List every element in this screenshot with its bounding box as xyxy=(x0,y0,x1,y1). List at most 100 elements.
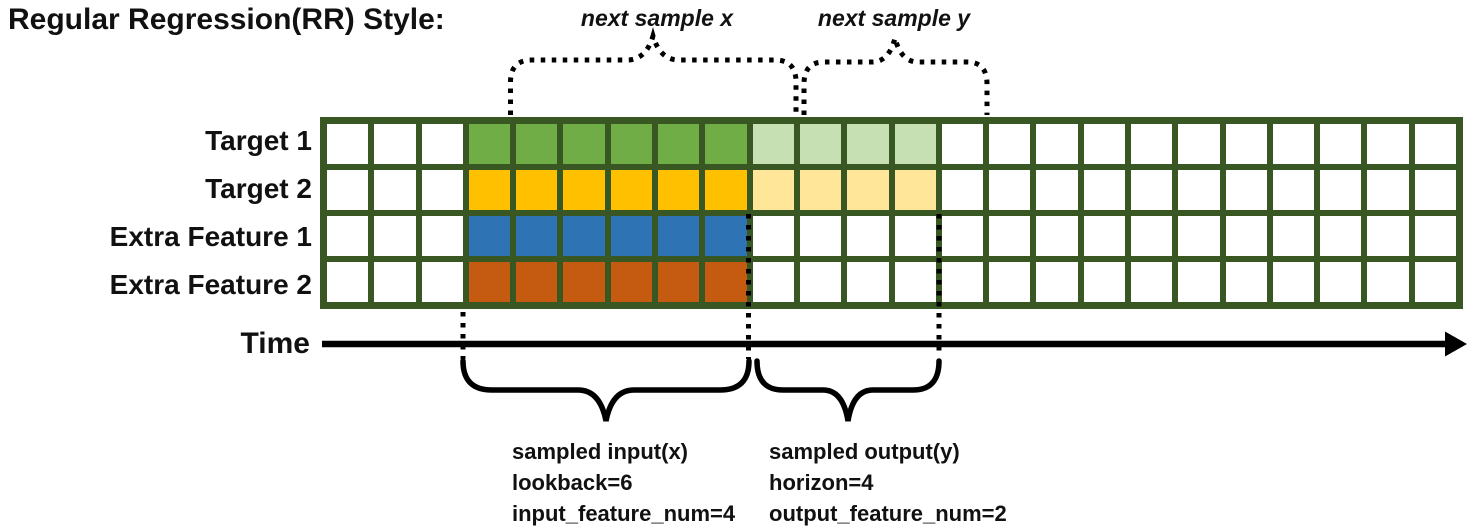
grid-cell xyxy=(1414,262,1456,302)
grid-cell xyxy=(1083,262,1125,302)
timeline-grid xyxy=(320,117,1463,309)
grid-cell xyxy=(1036,124,1078,164)
grid-cell xyxy=(989,124,1031,164)
row-label-extra-feature-2: Extra Feature 2 xyxy=(109,269,312,300)
grid-cell xyxy=(468,216,511,256)
next-sample-y-brace xyxy=(801,37,990,115)
grid-cell xyxy=(1036,170,1078,210)
grid-cell xyxy=(658,170,700,210)
grid-cell xyxy=(1178,216,1220,256)
grid-cell xyxy=(374,216,416,256)
grid-cell xyxy=(1272,170,1315,210)
grid-cell xyxy=(705,170,747,210)
grid-cell xyxy=(468,124,511,164)
grid-cell xyxy=(941,170,984,210)
grid-cell xyxy=(468,262,511,302)
sampled-output-title: sampled output(y) xyxy=(769,439,960,464)
sampled-output-feature-num: output_feature_num=2 xyxy=(769,501,1007,526)
grid-cell xyxy=(1083,170,1125,210)
grid-cell xyxy=(610,170,653,210)
grid-cell xyxy=(610,262,653,302)
grid-cell xyxy=(516,170,558,210)
grid-cell xyxy=(1367,262,1409,302)
grid-cell xyxy=(516,124,558,164)
sampled-input-feature-num: input_feature_num=4 xyxy=(512,501,736,526)
grid-cell xyxy=(421,216,463,256)
grid-cell xyxy=(468,170,511,210)
grid-cell xyxy=(1414,216,1456,256)
sampled-input-annotation: sampled input(x) lookback=6 input_featur… xyxy=(512,436,735,529)
grid-cell xyxy=(374,262,416,302)
grid-cell xyxy=(752,262,794,302)
grid-cell xyxy=(989,262,1031,302)
grid-cell xyxy=(941,216,984,256)
row-label-extra-feature-1: Extra Feature 1 xyxy=(109,221,312,252)
grid-cell xyxy=(1036,216,1078,256)
grid-cell xyxy=(799,262,842,302)
grid-cell xyxy=(799,170,842,210)
grid-cell xyxy=(1130,216,1173,256)
grid-cell xyxy=(1178,170,1220,210)
grid-cell xyxy=(989,170,1031,210)
grid-cell xyxy=(1320,170,1362,210)
grid-cell xyxy=(1083,124,1125,164)
grid-cell xyxy=(799,124,842,164)
grid-cell xyxy=(894,170,936,210)
row-label-target-1: Target 1 xyxy=(205,125,312,156)
next-sample-y-label: next sample y xyxy=(817,5,971,31)
grid-cell xyxy=(1320,262,1362,302)
grid-cell xyxy=(563,124,605,164)
grid-cell xyxy=(421,124,463,164)
grid-cell xyxy=(374,124,416,164)
grid-cell xyxy=(1320,124,1362,164)
row-label-target-2: Target 2 xyxy=(205,173,312,204)
grid-cell xyxy=(894,216,936,256)
time-arrow-head xyxy=(1445,331,1467,357)
grid-cell xyxy=(989,216,1031,256)
grid-cell xyxy=(516,262,558,302)
grid-cell xyxy=(1083,216,1125,256)
grid-cell xyxy=(563,170,605,210)
sampled-input-lookback: lookback=6 xyxy=(512,470,633,495)
grid-cell xyxy=(658,262,700,302)
grid-cell xyxy=(1130,170,1173,210)
grid-cell xyxy=(1225,170,1267,210)
grid-cell xyxy=(847,170,889,210)
grid-cell xyxy=(1225,216,1267,256)
grid-cell xyxy=(941,262,984,302)
time-axis-label: Time xyxy=(240,327,310,360)
grid-cell xyxy=(847,262,889,302)
grid-cell xyxy=(327,262,369,302)
grid-cell xyxy=(421,170,463,210)
grid-cell xyxy=(1225,262,1267,302)
grid-cell xyxy=(327,124,369,164)
sampled-input-brace xyxy=(460,358,752,422)
grid-cell xyxy=(1272,124,1315,164)
sampled-output-annotation: sampled output(y) horizon=4 output_featu… xyxy=(769,436,1007,529)
grid-cell xyxy=(1414,170,1456,210)
grid-cell xyxy=(941,124,984,164)
grid-cell xyxy=(1130,124,1173,164)
grid-cell xyxy=(705,216,747,256)
grid-cell xyxy=(658,216,700,256)
grid-cell xyxy=(610,216,653,256)
grid-cell xyxy=(847,216,889,256)
grid-cell xyxy=(327,170,369,210)
grid-cell xyxy=(1178,124,1220,164)
grid-cell xyxy=(1367,124,1409,164)
grid-cell xyxy=(1367,170,1409,210)
grid-cell xyxy=(563,216,605,256)
sampled-input-title: sampled input(x) xyxy=(512,439,689,464)
grid-cell xyxy=(799,216,842,256)
next-sample-x-brace xyxy=(508,27,799,115)
grid-cell xyxy=(752,124,794,164)
grid-cell xyxy=(752,216,794,256)
grid-cell xyxy=(705,262,747,302)
next-sample-x-label: next sample x xyxy=(580,5,734,31)
grid-cell xyxy=(1036,262,1078,302)
grid-cell xyxy=(374,170,416,210)
grid-cell xyxy=(1320,216,1362,256)
grid-cell xyxy=(327,216,369,256)
grid-cell xyxy=(1272,262,1315,302)
grid-cell xyxy=(1414,124,1456,164)
